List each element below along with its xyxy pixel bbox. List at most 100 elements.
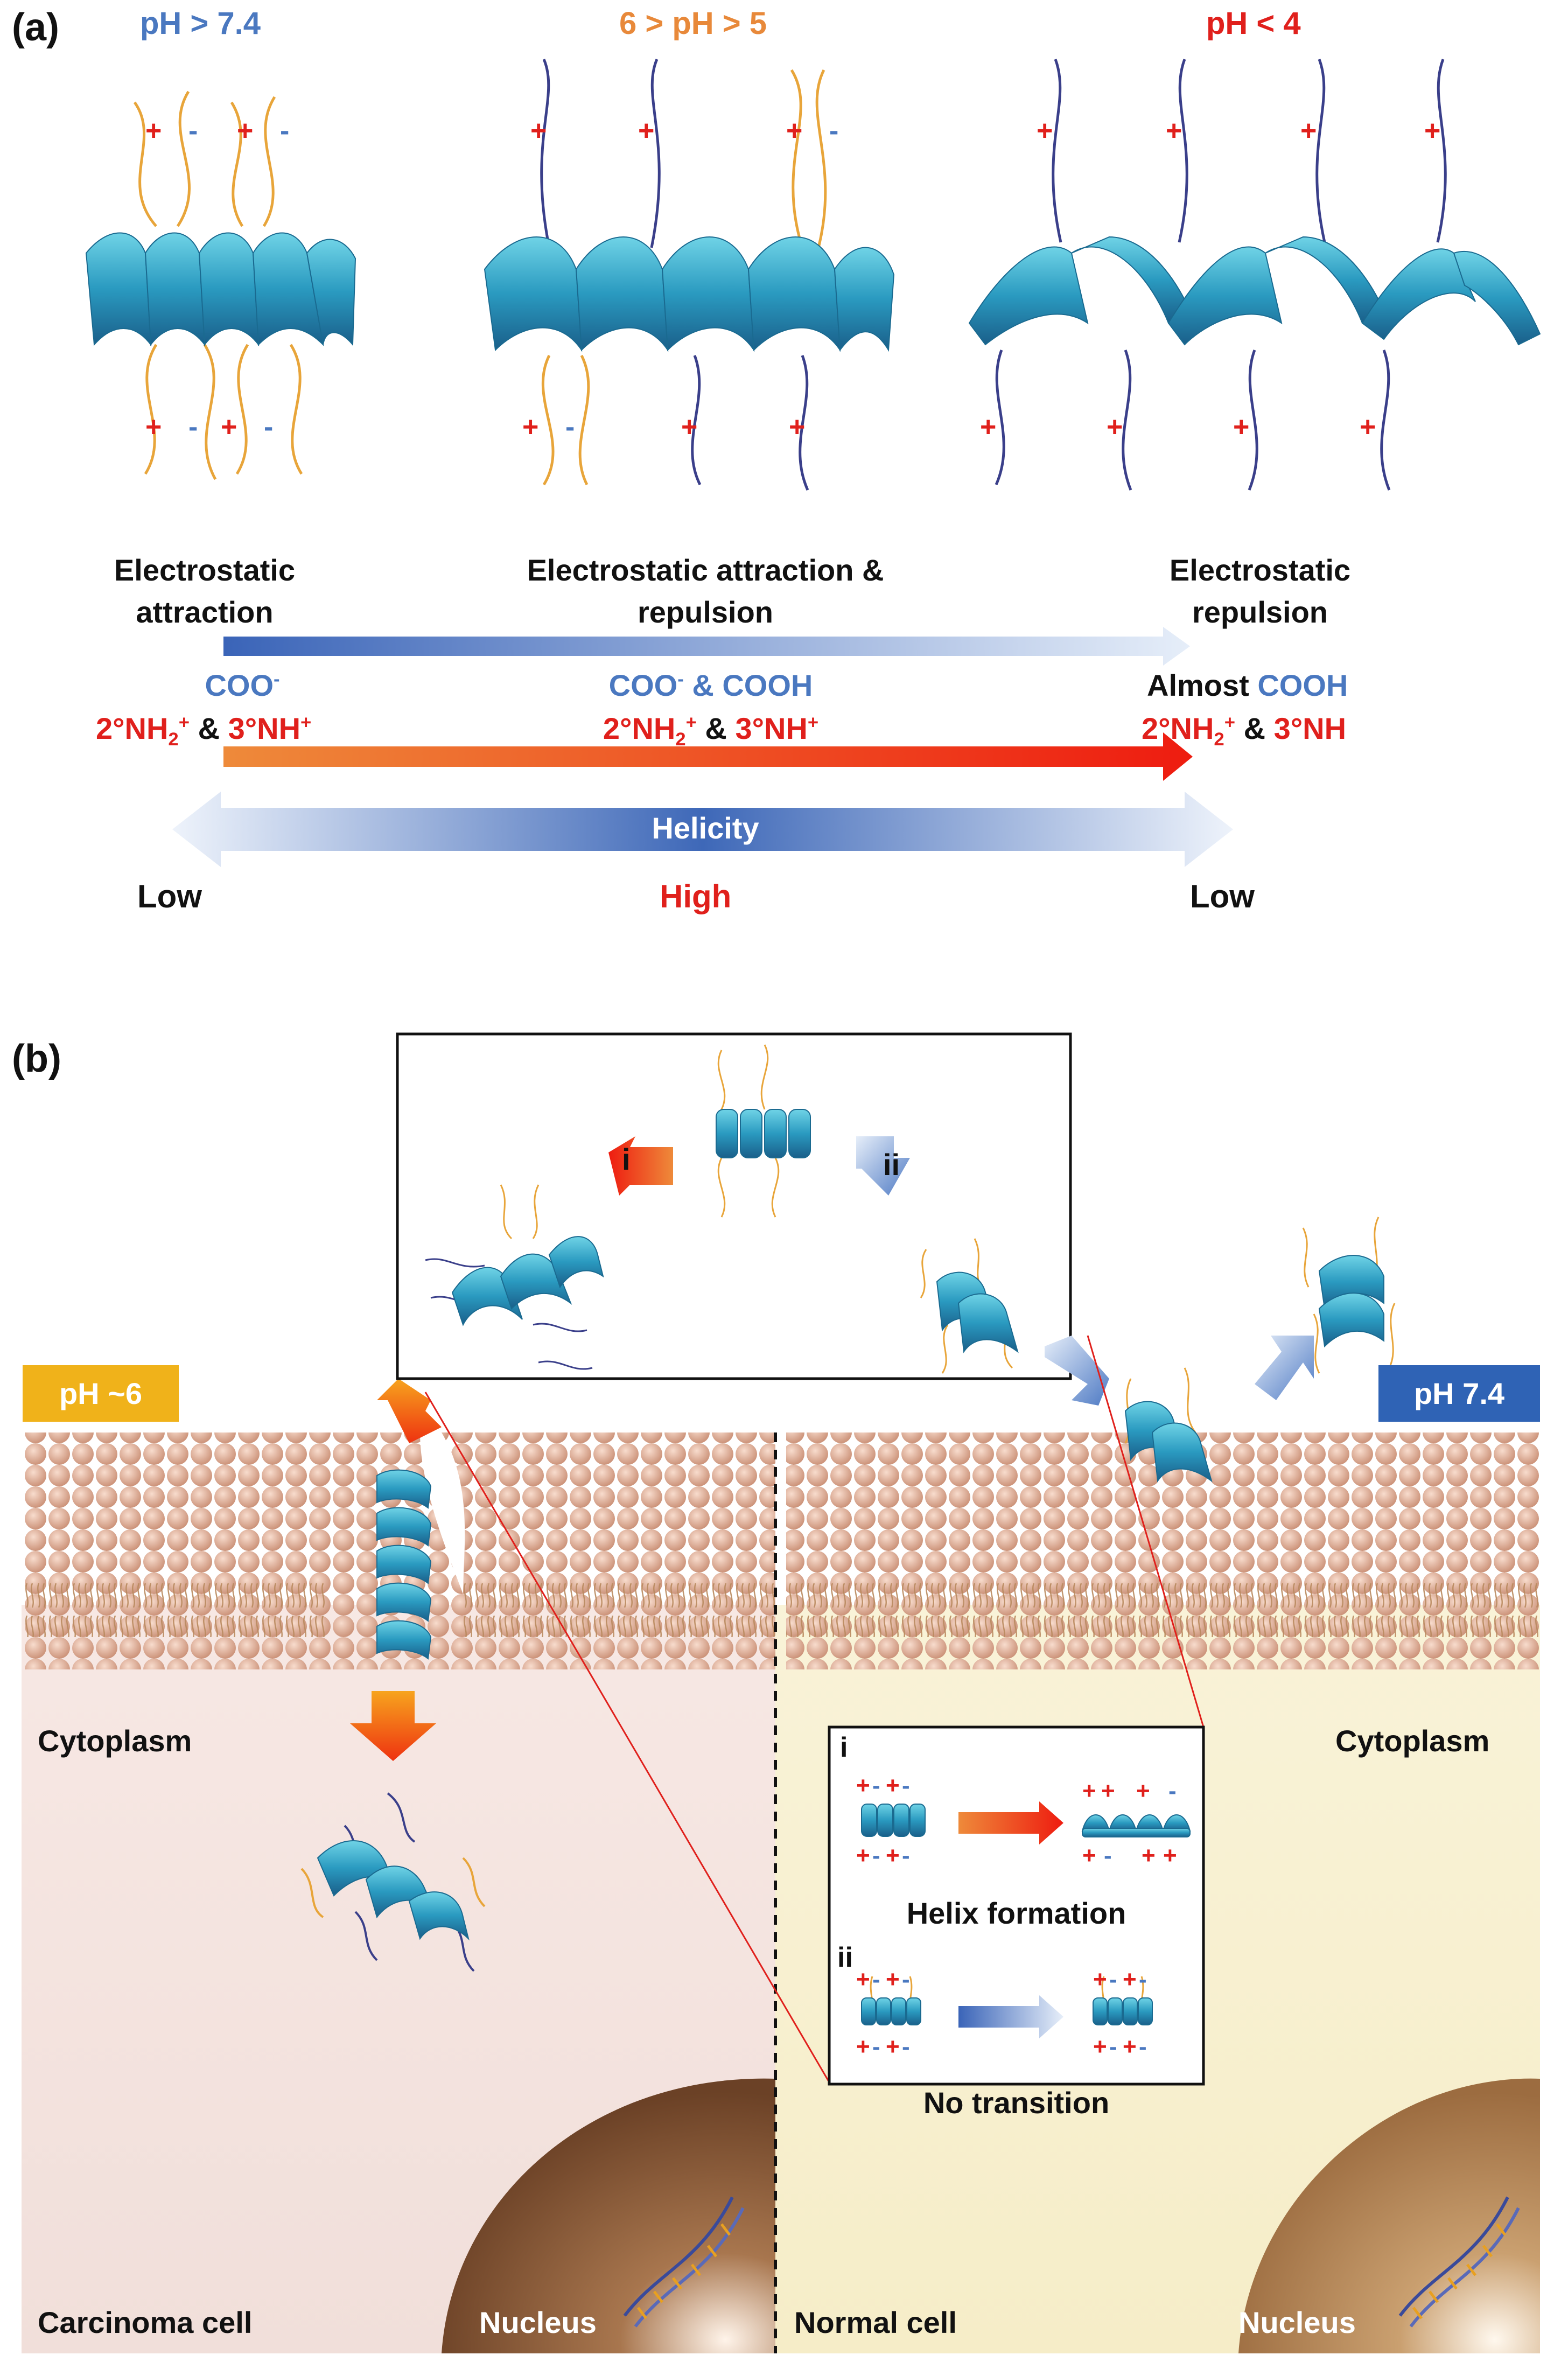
svg-text:+: +: [522, 411, 538, 443]
svg-text:-: -: [188, 411, 198, 443]
svg-text:+: +: [221, 411, 237, 443]
svg-text:+: +: [1082, 1842, 1096, 1869]
inset-i-arrow: [958, 1801, 1063, 1844]
svg-text:-: -: [280, 115, 289, 146]
svg-text:+: +: [856, 1966, 870, 1993]
svg-text:-: -: [264, 411, 273, 443]
svg-text:+: +: [1163, 1842, 1177, 1869]
svg-text:-: -: [872, 1842, 880, 1869]
mechanism-attraction-repulsion: Electrostatic attraction &repulsion: [527, 553, 884, 629]
svg-text:-: -: [565, 411, 575, 443]
inset-box-top: [396, 1032, 1072, 1380]
svg-text:+: +: [638, 115, 654, 146]
nucleus-left-shape: [442, 2078, 775, 2353]
nucleus-right-shape: [1238, 2078, 1540, 2353]
condition-title-ph74: pH > 7.4: [140, 6, 261, 41]
inset-ii-before: [861, 1976, 921, 2025]
svg-text:+: +: [1142, 1842, 1156, 1869]
svg-text:+: +: [1136, 1778, 1150, 1804]
svg-text:-: -: [1109, 2033, 1117, 2060]
ph-tag-right: pH 7.4: [1378, 1365, 1540, 1422]
svg-text:+: +: [886, 1842, 900, 1869]
svg-text:+: +: [1082, 1778, 1096, 1804]
zoom-line-1: [424, 1392, 831, 2085]
svg-text:+: +: [1123, 2033, 1137, 2060]
carcinoma-cell-label: Carcinoma cell: [38, 2305, 253, 2339]
path-i-label: i: [622, 1142, 631, 1176]
svg-text:+: +: [856, 1842, 870, 1869]
charge-signs-a: +- +- +- +- ++ +- +- ++ ++ ++ ++ ++: [145, 115, 1440, 443]
inset-top-left-helix: [425, 1184, 604, 1370]
svg-text:+: +: [1424, 115, 1440, 146]
svg-text:+: +: [786, 115, 802, 146]
svg-text:+: +: [1360, 411, 1376, 443]
svg-text:-: -: [902, 1842, 910, 1869]
svg-text:-: -: [1168, 1778, 1177, 1804]
svg-text:+: +: [1233, 411, 1249, 443]
chem-right-acids: Almost COOH: [1147, 668, 1348, 702]
nucleus-right-label: Nucleus: [1238, 2305, 1356, 2339]
svg-text:+: +: [1107, 411, 1123, 443]
helix-ph74: [85, 90, 356, 480]
inset-i-after: [1081, 1814, 1191, 1837]
inserted-helix: [376, 1469, 432, 1660]
inset-ii-after: [1093, 1976, 1153, 2025]
helicity-low-left: Low: [137, 878, 202, 914]
inset-i-label: i: [840, 1732, 848, 1763]
inset-ii-label: ii: [837, 1942, 853, 1973]
internalize-arrow: [350, 1691, 436, 1761]
inset-charges: +-+- +-+- +++- +-++ +-+- +-+- +-+- +-+-: [856, 1772, 1177, 2060]
svg-text:+: +: [886, 1772, 900, 1799]
condition-title-ph4: pH < 4: [1206, 6, 1301, 41]
helix-ph5-6: [484, 59, 895, 491]
svg-text:-: -: [1139, 1966, 1147, 1993]
helix-ph4: [968, 59, 1541, 491]
svg-text:-: -: [188, 115, 198, 146]
membrane-left: [24, 1432, 775, 1669]
path-ii-arrow: [856, 1136, 910, 1196]
svg-text:+: +: [1166, 115, 1182, 146]
svg-text:+: +: [856, 2033, 870, 2060]
svg-text:+: +: [145, 411, 162, 443]
svg-text:-: -: [902, 1966, 910, 1993]
zoom-line-2: [1087, 1335, 1205, 1728]
svg-text:+: +: [145, 115, 162, 146]
panel-b-label: (b): [12, 1037, 61, 1080]
helicity-high: High: [660, 878, 732, 914]
svg-text:+: +: [681, 411, 697, 443]
inset-ii-arrow: [958, 1995, 1063, 2038]
svg-text:+: +: [1093, 1966, 1107, 1993]
svg-text:-: -: [902, 2033, 910, 2060]
condition-title-ph5-6: 6 > pH > 5: [619, 6, 767, 41]
svg-text:+: +: [237, 115, 253, 146]
svg-text:+: +: [856, 1772, 870, 1799]
svg-text:+: +: [980, 411, 996, 443]
chem-left-coo: COO-: [205, 668, 280, 702]
svg-text:-: -: [872, 2033, 880, 2060]
cytoplasm-right: Cytoplasm: [1335, 1724, 1490, 1758]
helix-leaving: [1302, 1217, 1396, 1374]
svg-text:+: +: [1123, 1966, 1137, 1993]
dna-right: [1398, 2196, 1520, 2328]
path-i-arrow: [608, 1136, 673, 1196]
svg-text:+: +: [1093, 2033, 1107, 2060]
dna-left: [623, 2196, 745, 2328]
chem-right-amines: 2°NH2+ & 3°NH: [1142, 711, 1347, 750]
svg-text:+: +: [1037, 115, 1053, 146]
svg-text:-: -: [829, 115, 838, 146]
svg-text:+: +: [1300, 115, 1317, 146]
svg-text:+: +: [886, 2033, 900, 2060]
helicity-low-right: Low: [1190, 878, 1255, 914]
ph-tag-left: pH ~6: [23, 1365, 179, 1422]
inset-ii-caption: No transition: [923, 2086, 1110, 2120]
chem-mid-amines: 2°NH2+ & 3°NH+: [603, 711, 819, 750]
helicity-arrow: [172, 792, 1233, 867]
inset-top-center-helix: [716, 1044, 811, 1218]
path-ii-label: ii: [883, 1148, 900, 1182]
normal-cell-label: Normal cell: [794, 2305, 957, 2339]
svg-text:+: +: [789, 411, 805, 443]
panel-a-label: (a): [12, 6, 59, 49]
inset-i-caption: Helix formation: [906, 1896, 1126, 1930]
